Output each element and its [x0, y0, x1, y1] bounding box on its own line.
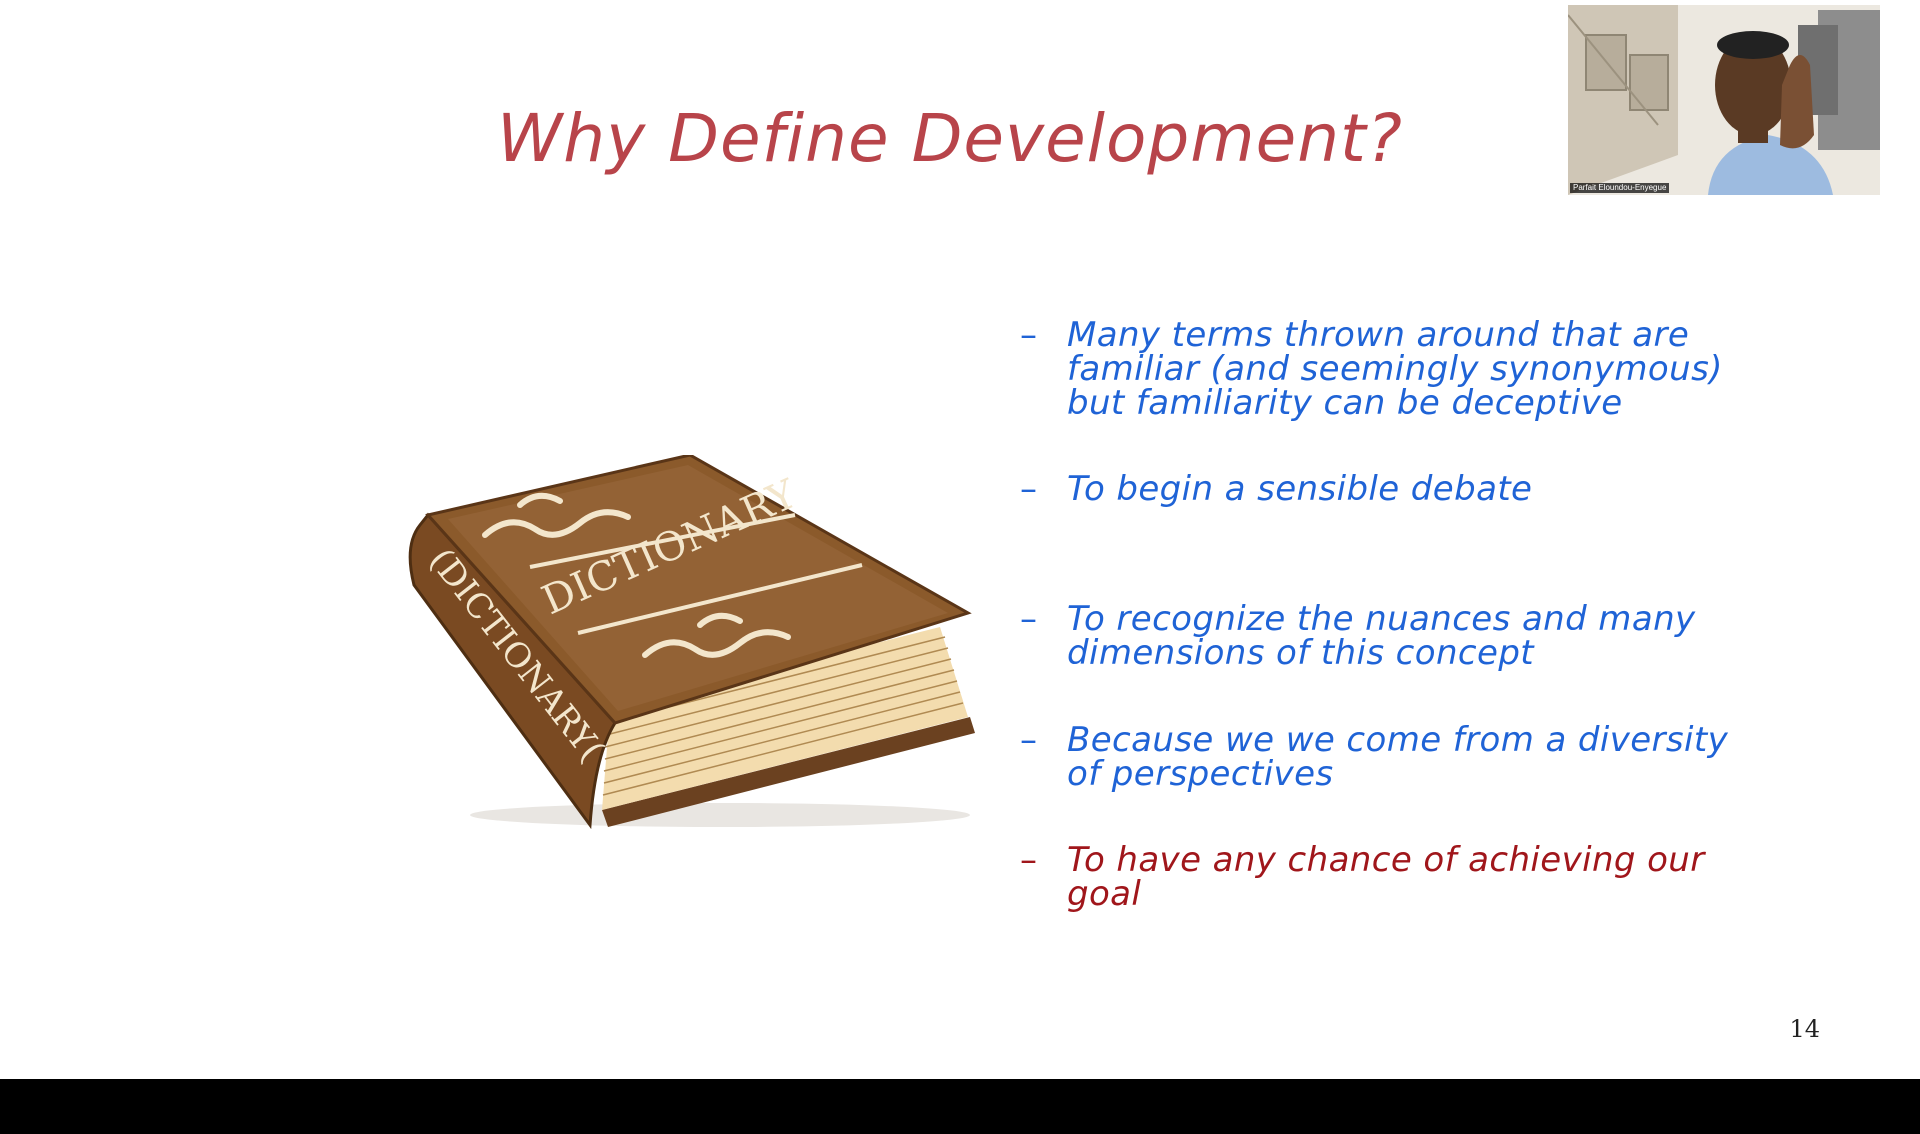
bullet-text: Because we we come from a diversity of p…	[1067, 720, 1729, 794]
bullet-marker: –	[1020, 840, 1037, 880]
dictionary-book-icon: DICTIONARY (DICTIONARY(	[408, 455, 975, 830]
black-bottom-bar	[0, 1079, 1920, 1134]
bullet-marker: –	[1020, 599, 1037, 639]
bullet-item: – Many terms thrown around that are fami…	[1020, 318, 1810, 420]
bullet-marker: –	[1020, 469, 1037, 509]
bullet-text: Many terms thrown around that are famili…	[1067, 315, 1723, 423]
bullet-marker: –	[1020, 315, 1037, 355]
slide-title: Why Define Development?	[497, 100, 1403, 177]
participant-video-tile[interactable]: Parfait Eloundou-Enyegue	[1568, 5, 1880, 195]
bullet-item-highlighted: – To have any chance of achieving our go…	[1020, 843, 1810, 911]
bullet-item: – Because we we come from a diversity of…	[1020, 723, 1810, 791]
bullet-item: – To begin a sensible debate	[1020, 472, 1810, 506]
presenter-video-icon	[1568, 5, 1880, 195]
bullet-text: To have any chance of achieving our goal	[1067, 840, 1705, 914]
presentation-slide: Why Define Development? DICTIONARY	[0, 0, 1920, 1079]
bullet-marker: –	[1020, 720, 1037, 760]
participant-name-label: Parfait Eloundou-Enyegue	[1570, 183, 1670, 193]
bullet-text: To recognize the nuances and many dimens…	[1067, 599, 1696, 673]
page-number: 14	[1789, 1015, 1820, 1043]
bullet-item: – To recognize the nuances and many dime…	[1020, 602, 1810, 670]
bullet-text: To begin a sensible debate	[1067, 469, 1533, 509]
bullet-list: – Many terms thrown around that are fami…	[1020, 0, 1810, 1000]
